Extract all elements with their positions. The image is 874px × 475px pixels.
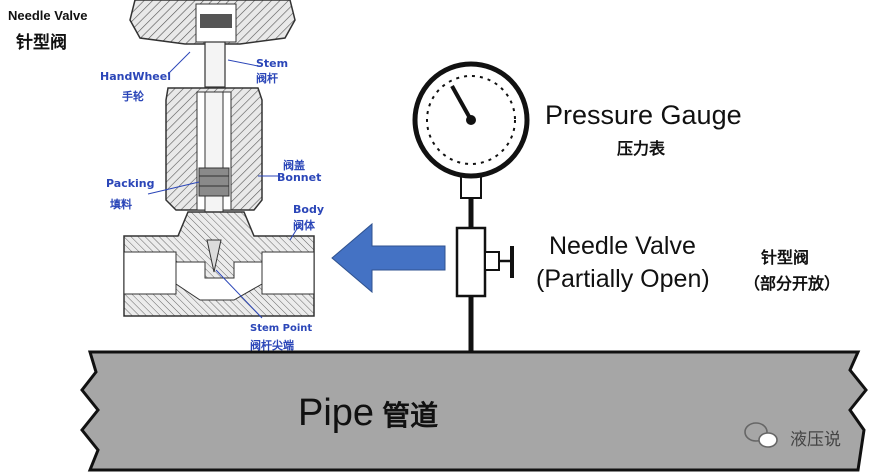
leader-lines (147, 51, 301, 319)
pipe-label-en: Pipe (298, 392, 375, 434)
pressure-gauge-label-en: Pressure Gauge (545, 100, 742, 130)
wechat-icon (744, 422, 778, 448)
needle-valve-label-cn: 针型阀 (761, 248, 810, 267)
handwheel-label-en: HandWheel (100, 70, 171, 83)
stem-label-en: Stem (256, 57, 289, 70)
handwheel-label-cn: 手轮 (122, 90, 144, 103)
body-label-cn: 阀体 (293, 219, 315, 232)
packing-label-en: Packing (106, 177, 155, 190)
gauge-assembly (412, 61, 530, 355)
stem-shape (204, 41, 226, 88)
bonnet-label-cn: 阀盖 (283, 159, 305, 172)
pipe-body (80, 350, 868, 472)
needle-valve-state-cn: （部分开放） (744, 274, 841, 293)
watermark-text: 液压说 (790, 430, 841, 450)
needle-valve-block (455, 226, 487, 298)
pipe-label-cn: 管道 (382, 399, 439, 432)
stem-point-label-en: Stem Point (250, 323, 313, 334)
bonnet-label-en: Bonnet (277, 171, 322, 184)
packing-shape (198, 167, 230, 197)
needle-valve-label-en: Needle Valve (549, 232, 696, 260)
flow-arrow (331, 222, 446, 294)
needle-valve-state-en: (Partially Open) (536, 265, 710, 293)
pressure-gauge-label-cn: 压力表 (617, 139, 666, 158)
packing-label-cn: 填料 (110, 198, 132, 211)
title-cn: 针型阀 (16, 33, 67, 53)
body-label-en: Body (293, 203, 324, 216)
title-en: Needle Valve (8, 8, 88, 23)
stem-point-shape (206, 239, 222, 273)
stem-label-cn: 阀杆 (256, 72, 278, 85)
stem-point-label-cn: 阀杆尖端 (250, 339, 294, 352)
valve-cross-section (123, 0, 315, 319)
